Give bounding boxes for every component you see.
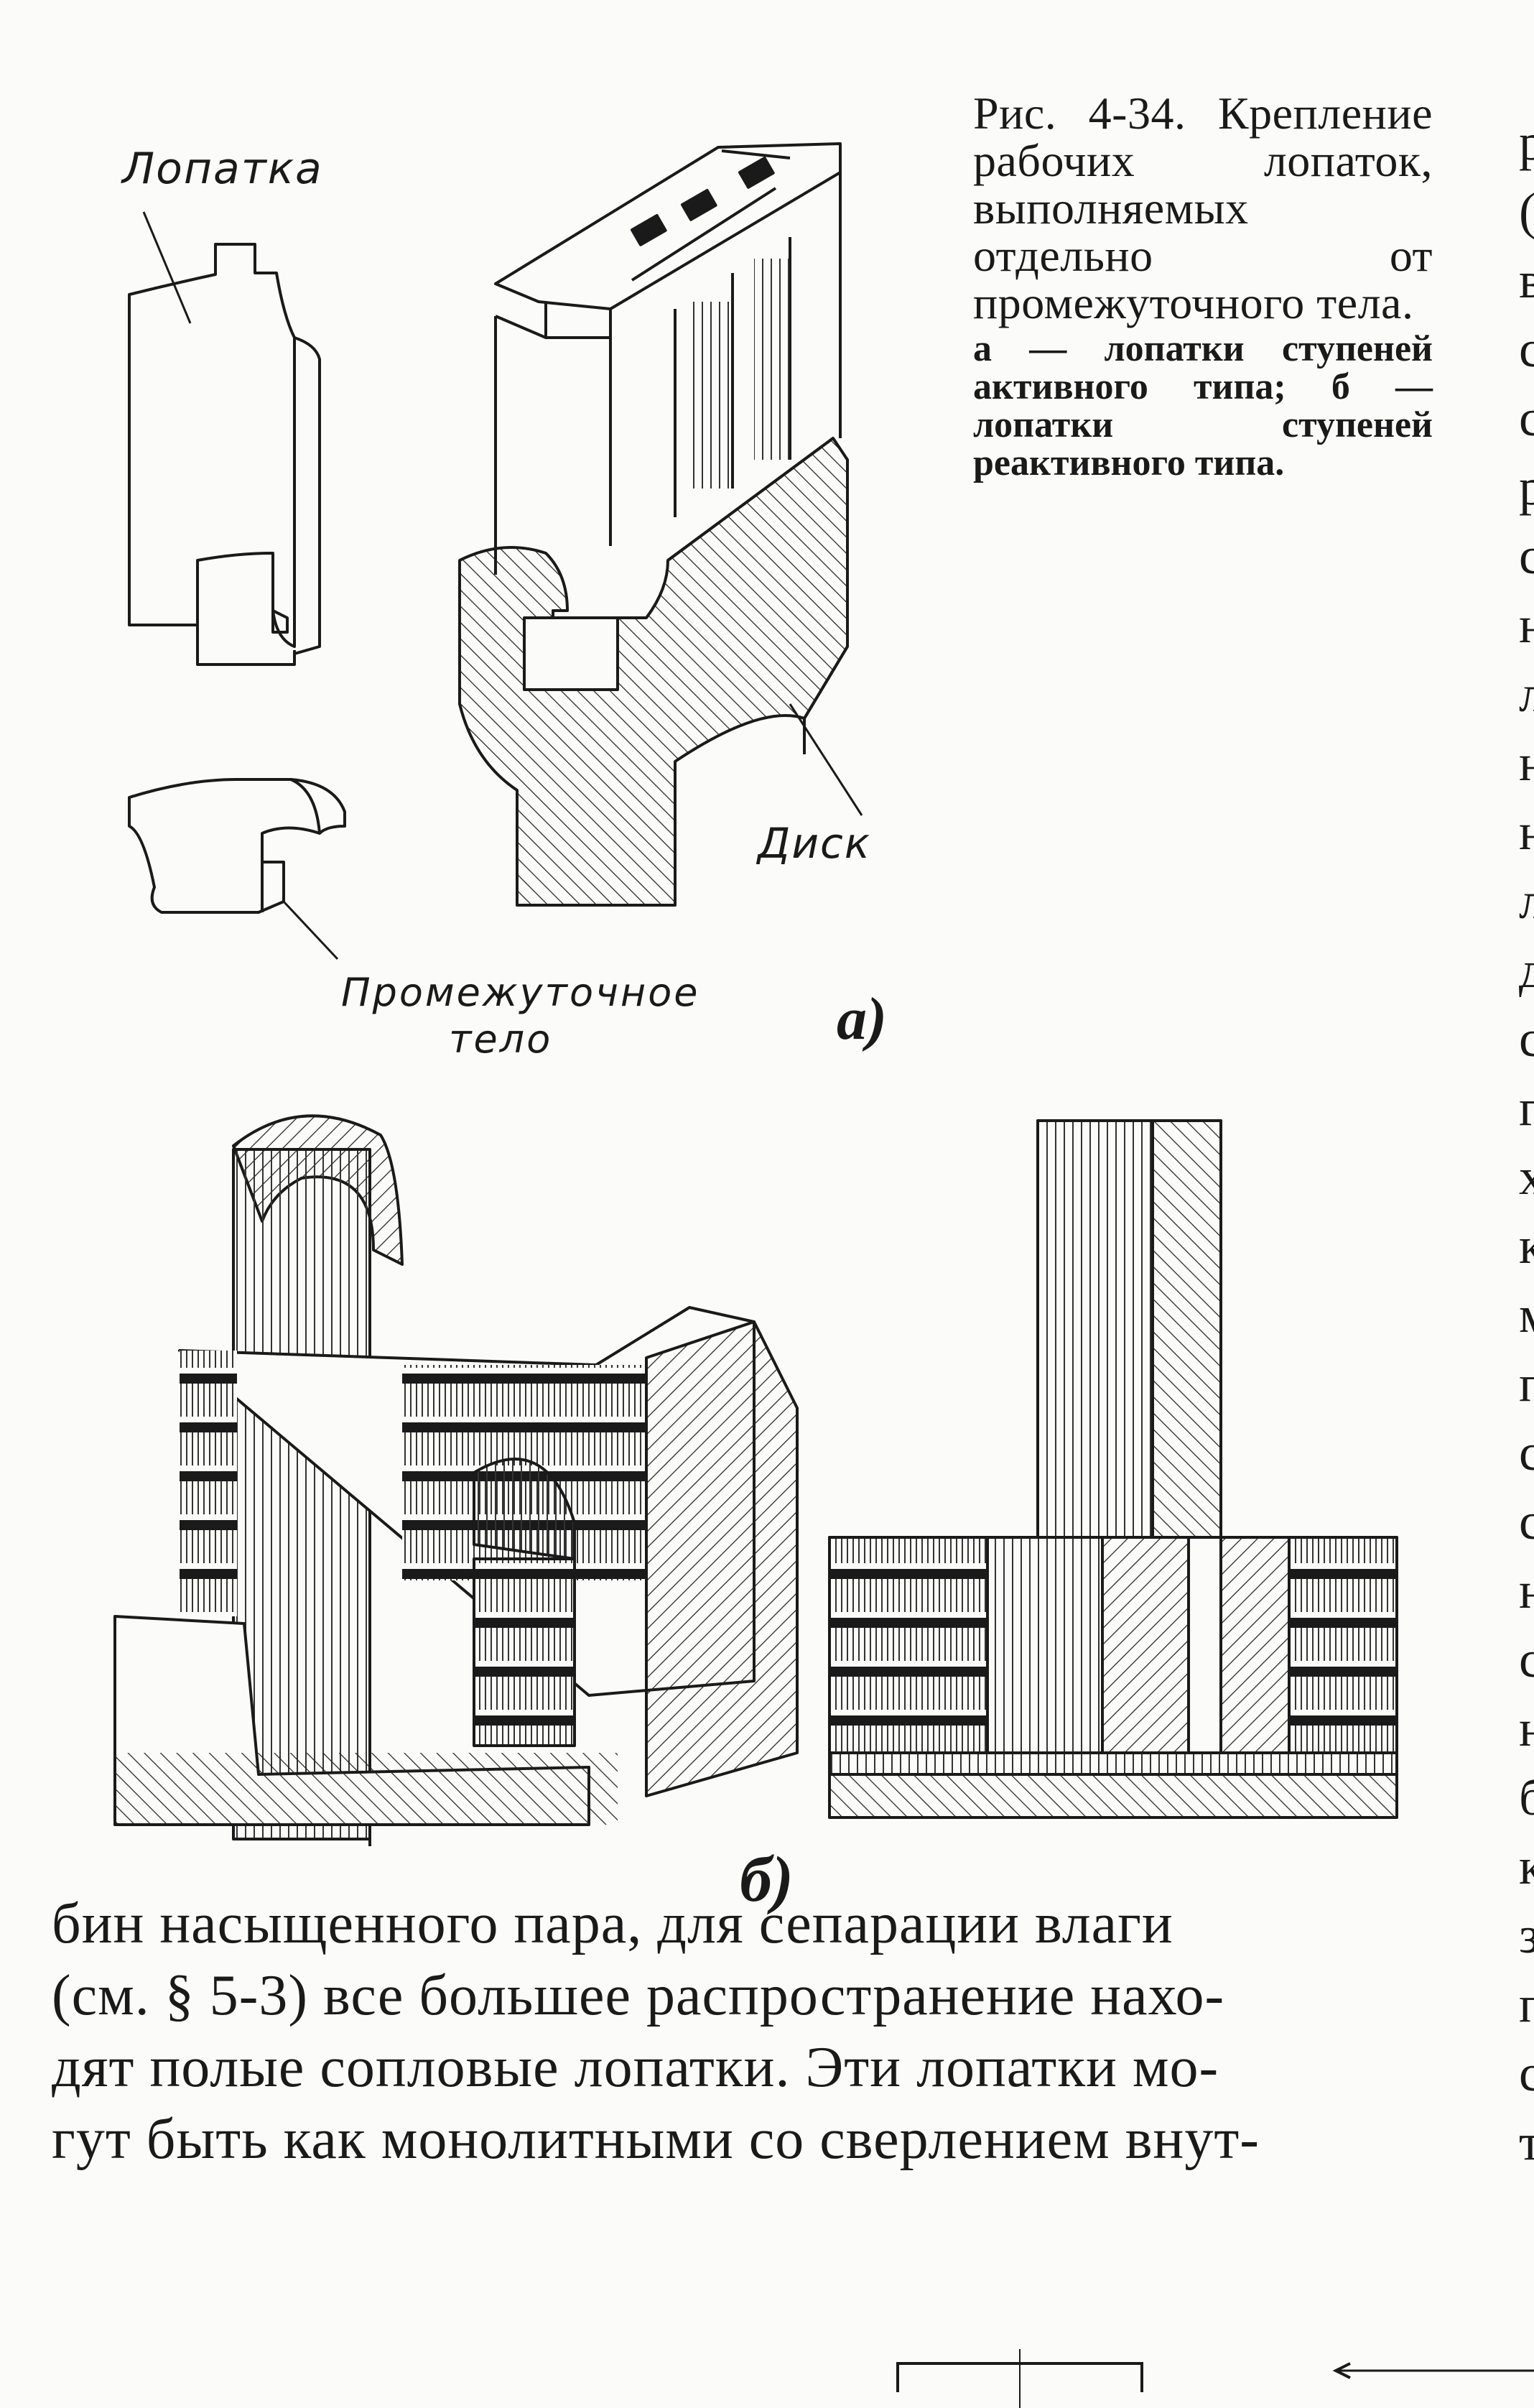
disk-label: Диск [758,819,871,868]
margin-letter: в [1519,251,1534,309]
margin-letter: с [1519,389,1534,447]
body-line: бин насыщенного пара, для сепарации влаг… [52,1892,1173,1955]
intermediate-body-label-line1: Промежуточное [341,970,700,1015]
margin-letter: с [1519,1010,1534,1068]
figure-caption: Рис. 4-34. Крепление рабочих лопаток, вы… [973,88,1433,483]
margin-letter: с [1519,2045,1534,2102]
margin-letter: к [1519,1838,1534,1895]
margin-letter: б [1519,1769,1534,1826]
margin-letter: с [1519,320,1534,378]
margin-letter: р [1519,114,1534,171]
margin-letter: к [1519,1217,1534,1274]
margin-letter: п [1519,1976,1534,2033]
margin-letter: с [1519,1631,1534,1688]
right-margin-column: р(вссрснлннлдсгхкмпсснснбкзпст [1519,108,1534,2177]
margin-letter: н [1519,1562,1534,1619]
part-b-label: б) [740,1844,794,1915]
margin-letter: р [1519,458,1534,516]
intermediate-body-label-line2: тело [449,1017,553,1062]
margin-letter: г [1519,1079,1534,1136]
body-line: дят полые сопловые лопатки. Эти лопатки … [52,2036,1219,2099]
part-a-label: а) [837,986,887,1052]
next-figure-fragment [896,2349,1534,2408]
margin-letter: с [1519,1424,1534,1481]
margin-letter: п [1519,1355,1534,1412]
intermediate-body-detail [128,778,346,960]
margin-letter: н [1519,1700,1534,1757]
caption-legend: а — лопатки ступеней активного типа; б —… [973,328,1433,483]
margin-letter: с [1519,1493,1534,1550]
body-line: гут быть как монолитными со сверлением в… [52,2108,1260,2171]
reactive-blade-left [113,1114,799,1846]
reactive-blade-right [828,1119,1398,1819]
margin-letter: д [1519,941,1534,999]
disk-assembly [458,142,863,907]
blade-label: Лопатка [122,144,323,194]
blade-detail [128,211,321,666]
margin-letter: м [1519,1280,1534,1349]
caption-title: Рис. 4-34. Крепление рабочих лопаток, вы… [973,88,1433,328]
margin-letter: ( [1519,177,1534,246]
body-line: (см. § 5-3) все большее распространение … [52,1964,1225,2027]
margin-letter: т [1519,2113,1534,2171]
margin-letter: з [1519,1907,1534,1964]
margin-letter: с [1519,527,1534,585]
body-paragraph: бин насыщенного пара, для сепарации влаг… [52,1888,1452,2175]
margin-letter: л [1519,665,1534,723]
margin-letter: л [1519,872,1534,930]
margin-letter: н [1519,596,1534,654]
margin-letter: н [1519,803,1534,861]
margin-letter: х [1519,1148,1534,1205]
margin-letter: н [1519,734,1534,792]
